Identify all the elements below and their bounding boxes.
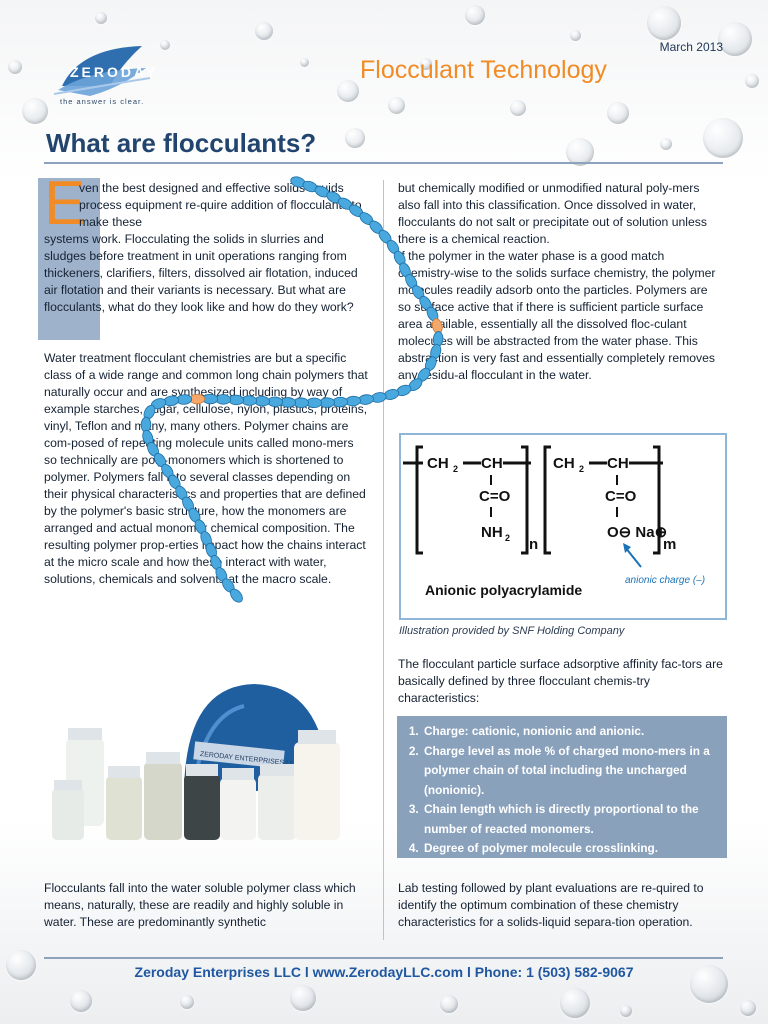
- intro-paragraph: ven the best designed and effective soli…: [44, 180, 369, 316]
- ch2-label-a: CH: [427, 455, 449, 472]
- ch2-label-b: CH: [553, 455, 575, 472]
- soluble-paragraph: Flocculants fall into the water soluble …: [44, 880, 369, 931]
- polymer-paragraph: Water treatment flocculant chemistries a…: [44, 350, 369, 588]
- page-title: What are flocculants?: [46, 128, 317, 158]
- carbonyl-label-b: C=O: [605, 488, 637, 505]
- intro-paragraph-first: ven the best designed and effective soli…: [79, 181, 362, 229]
- lab-testing-paragraph: Lab testing followed by plant evaluation…: [398, 880, 723, 931]
- issue-date: March 2013: [659, 40, 723, 54]
- lab-testing-paragraph-text: Lab testing followed by plant evaluation…: [398, 881, 704, 929]
- chain-bead: [370, 392, 387, 403]
- product-photo: ZERODAY ENTERPRISES LLC: [52, 684, 340, 840]
- chain-bead: [378, 229, 392, 244]
- zeroday-logo: [53, 46, 151, 96]
- chain-bead: [229, 588, 243, 603]
- newsletter-topic: Flocculant Technology: [360, 56, 607, 84]
- soluble-paragraph-text: Flocculants fall into the water soluble …: [44, 881, 356, 929]
- ch2-sub-b: 2: [579, 464, 584, 474]
- drop-cap-panel: [38, 178, 100, 340]
- carbonyl-label-a: C=O: [479, 488, 511, 505]
- adsorption-paragraphs: but chemically modified or unmodified na…: [398, 180, 723, 384]
- characteristics-list: Charge: cationic, nonionic and anionic. …: [397, 716, 727, 859]
- list-item: Charge: cationic, nonionic and anionic.: [422, 722, 719, 742]
- adsorption-paragraph: If the polymer in the water phase is a g…: [398, 249, 716, 382]
- amide-label: NH: [481, 524, 503, 541]
- footer-contact: Zeroday Enterprises LLC l www.ZerodayLLC…: [134, 964, 634, 980]
- title-rule: [44, 162, 723, 164]
- anionic-charge-label: anionic charge (–): [625, 575, 705, 586]
- list-item: Chain length which is directly proportio…: [422, 800, 719, 839]
- list-item: Degree of polymer molecule crosslinking.: [422, 839, 719, 859]
- characteristics-list-box: Charge: cationic, nonionic and anionic. …: [397, 716, 727, 858]
- ch-label-b: CH: [607, 455, 629, 472]
- chain-bead: [396, 384, 412, 397]
- diagram-caption: Illustration provided by SNF Holding Com…: [399, 625, 625, 637]
- carboxylate-label: O⊖ Na⊕: [607, 524, 667, 541]
- ch-label-a: CH: [481, 455, 503, 472]
- affinity-paragraph-text: The flocculant particle surface adsorpti…: [398, 657, 723, 705]
- repeat-m: m: [663, 536, 676, 553]
- classification-paragraph: but chemically modified or unmodified na…: [398, 181, 707, 246]
- list-item: Charge level as mole % of charged mono-m…: [422, 742, 719, 801]
- polymer-paragraph-text: Water treatment flocculant chemistries a…: [44, 351, 368, 586]
- tagline: the answer is clear.: [60, 97, 145, 106]
- drop-cap-letter: E: [44, 169, 86, 238]
- ch2-sub-a: 2: [453, 464, 458, 474]
- diagram-name: Anionic polyacrylamide: [425, 582, 582, 598]
- chain-bead: [383, 389, 400, 400]
- repeat-n: n: [529, 536, 538, 553]
- logo-wordmark: ZERODAY: [70, 64, 159, 80]
- column-divider: [383, 180, 384, 940]
- affinity-paragraph: The flocculant particle surface adsorpti…: [398, 656, 723, 707]
- nh2-sub: 2: [505, 533, 510, 543]
- sample-bottles: [52, 728, 340, 840]
- footer-rule: [44, 957, 723, 959]
- intro-paragraph-rest: systems work. Flocculating the solids in…: [44, 232, 358, 314]
